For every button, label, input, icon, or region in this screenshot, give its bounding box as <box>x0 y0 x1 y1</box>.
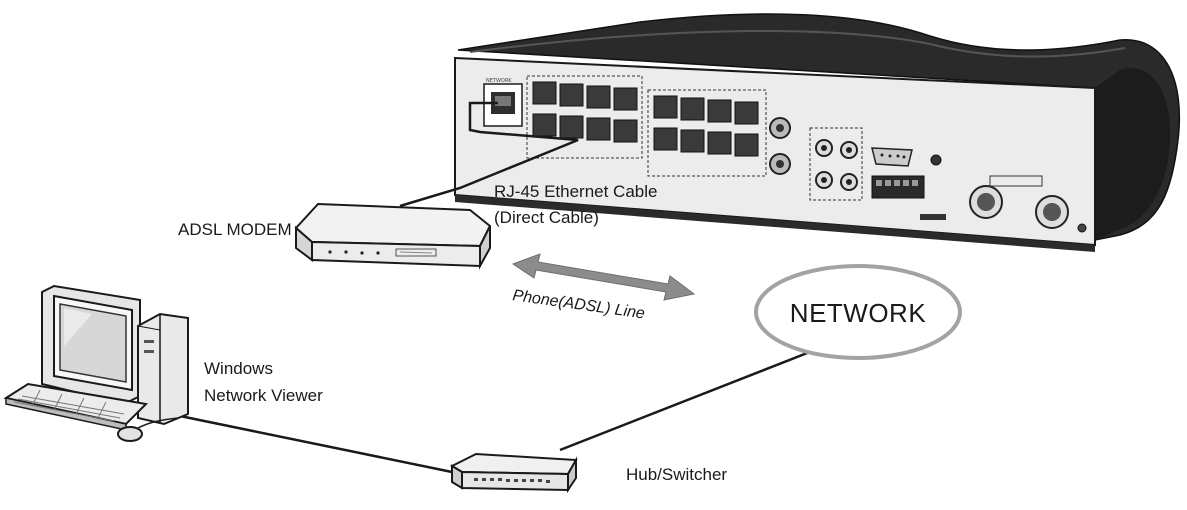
camera-port-group-2 <box>653 95 759 157</box>
cable-lines <box>179 101 821 474</box>
hub-switcher-label: Hub/Switcher <box>626 465 727 484</box>
adsl-modem-icon <box>294 202 492 270</box>
audio-jack-group <box>815 139 858 191</box>
camera-port-group-1 <box>532 81 638 143</box>
viewer-label-line1: Windows <box>204 359 273 378</box>
terminal-block <box>871 175 946 220</box>
desktop-computer-icon <box>3 284 189 442</box>
viewer-label-line2: Network Viewer <box>204 386 323 405</box>
rj45-cable-label-line1: RJ-45 Ethernet Cable <box>494 182 657 201</box>
adsl-modem-label: ADSL MODEM <box>178 220 292 239</box>
svg-text:NETWORK: NETWORK <box>486 78 512 84</box>
phone-line-label: Phone(ADSL) Line <box>511 287 646 322</box>
computer-hub-cable <box>179 414 453 474</box>
din-connector-group <box>969 175 1069 229</box>
hub-network-cable <box>559 346 821 452</box>
vga-port <box>871 147 913 167</box>
ethernet-cable <box>399 101 579 208</box>
double-arrow-icon <box>511 253 696 301</box>
bnc-connector-group <box>769 117 791 175</box>
network-cloud-icon <box>754 264 962 360</box>
dvr-device-icon: NETWORK <box>454 13 1181 252</box>
network-label: NETWORK <box>790 298 927 328</box>
rj45-cable-label-line2: (Direct Cable) <box>494 208 599 227</box>
network-hub-icon <box>449 452 578 494</box>
